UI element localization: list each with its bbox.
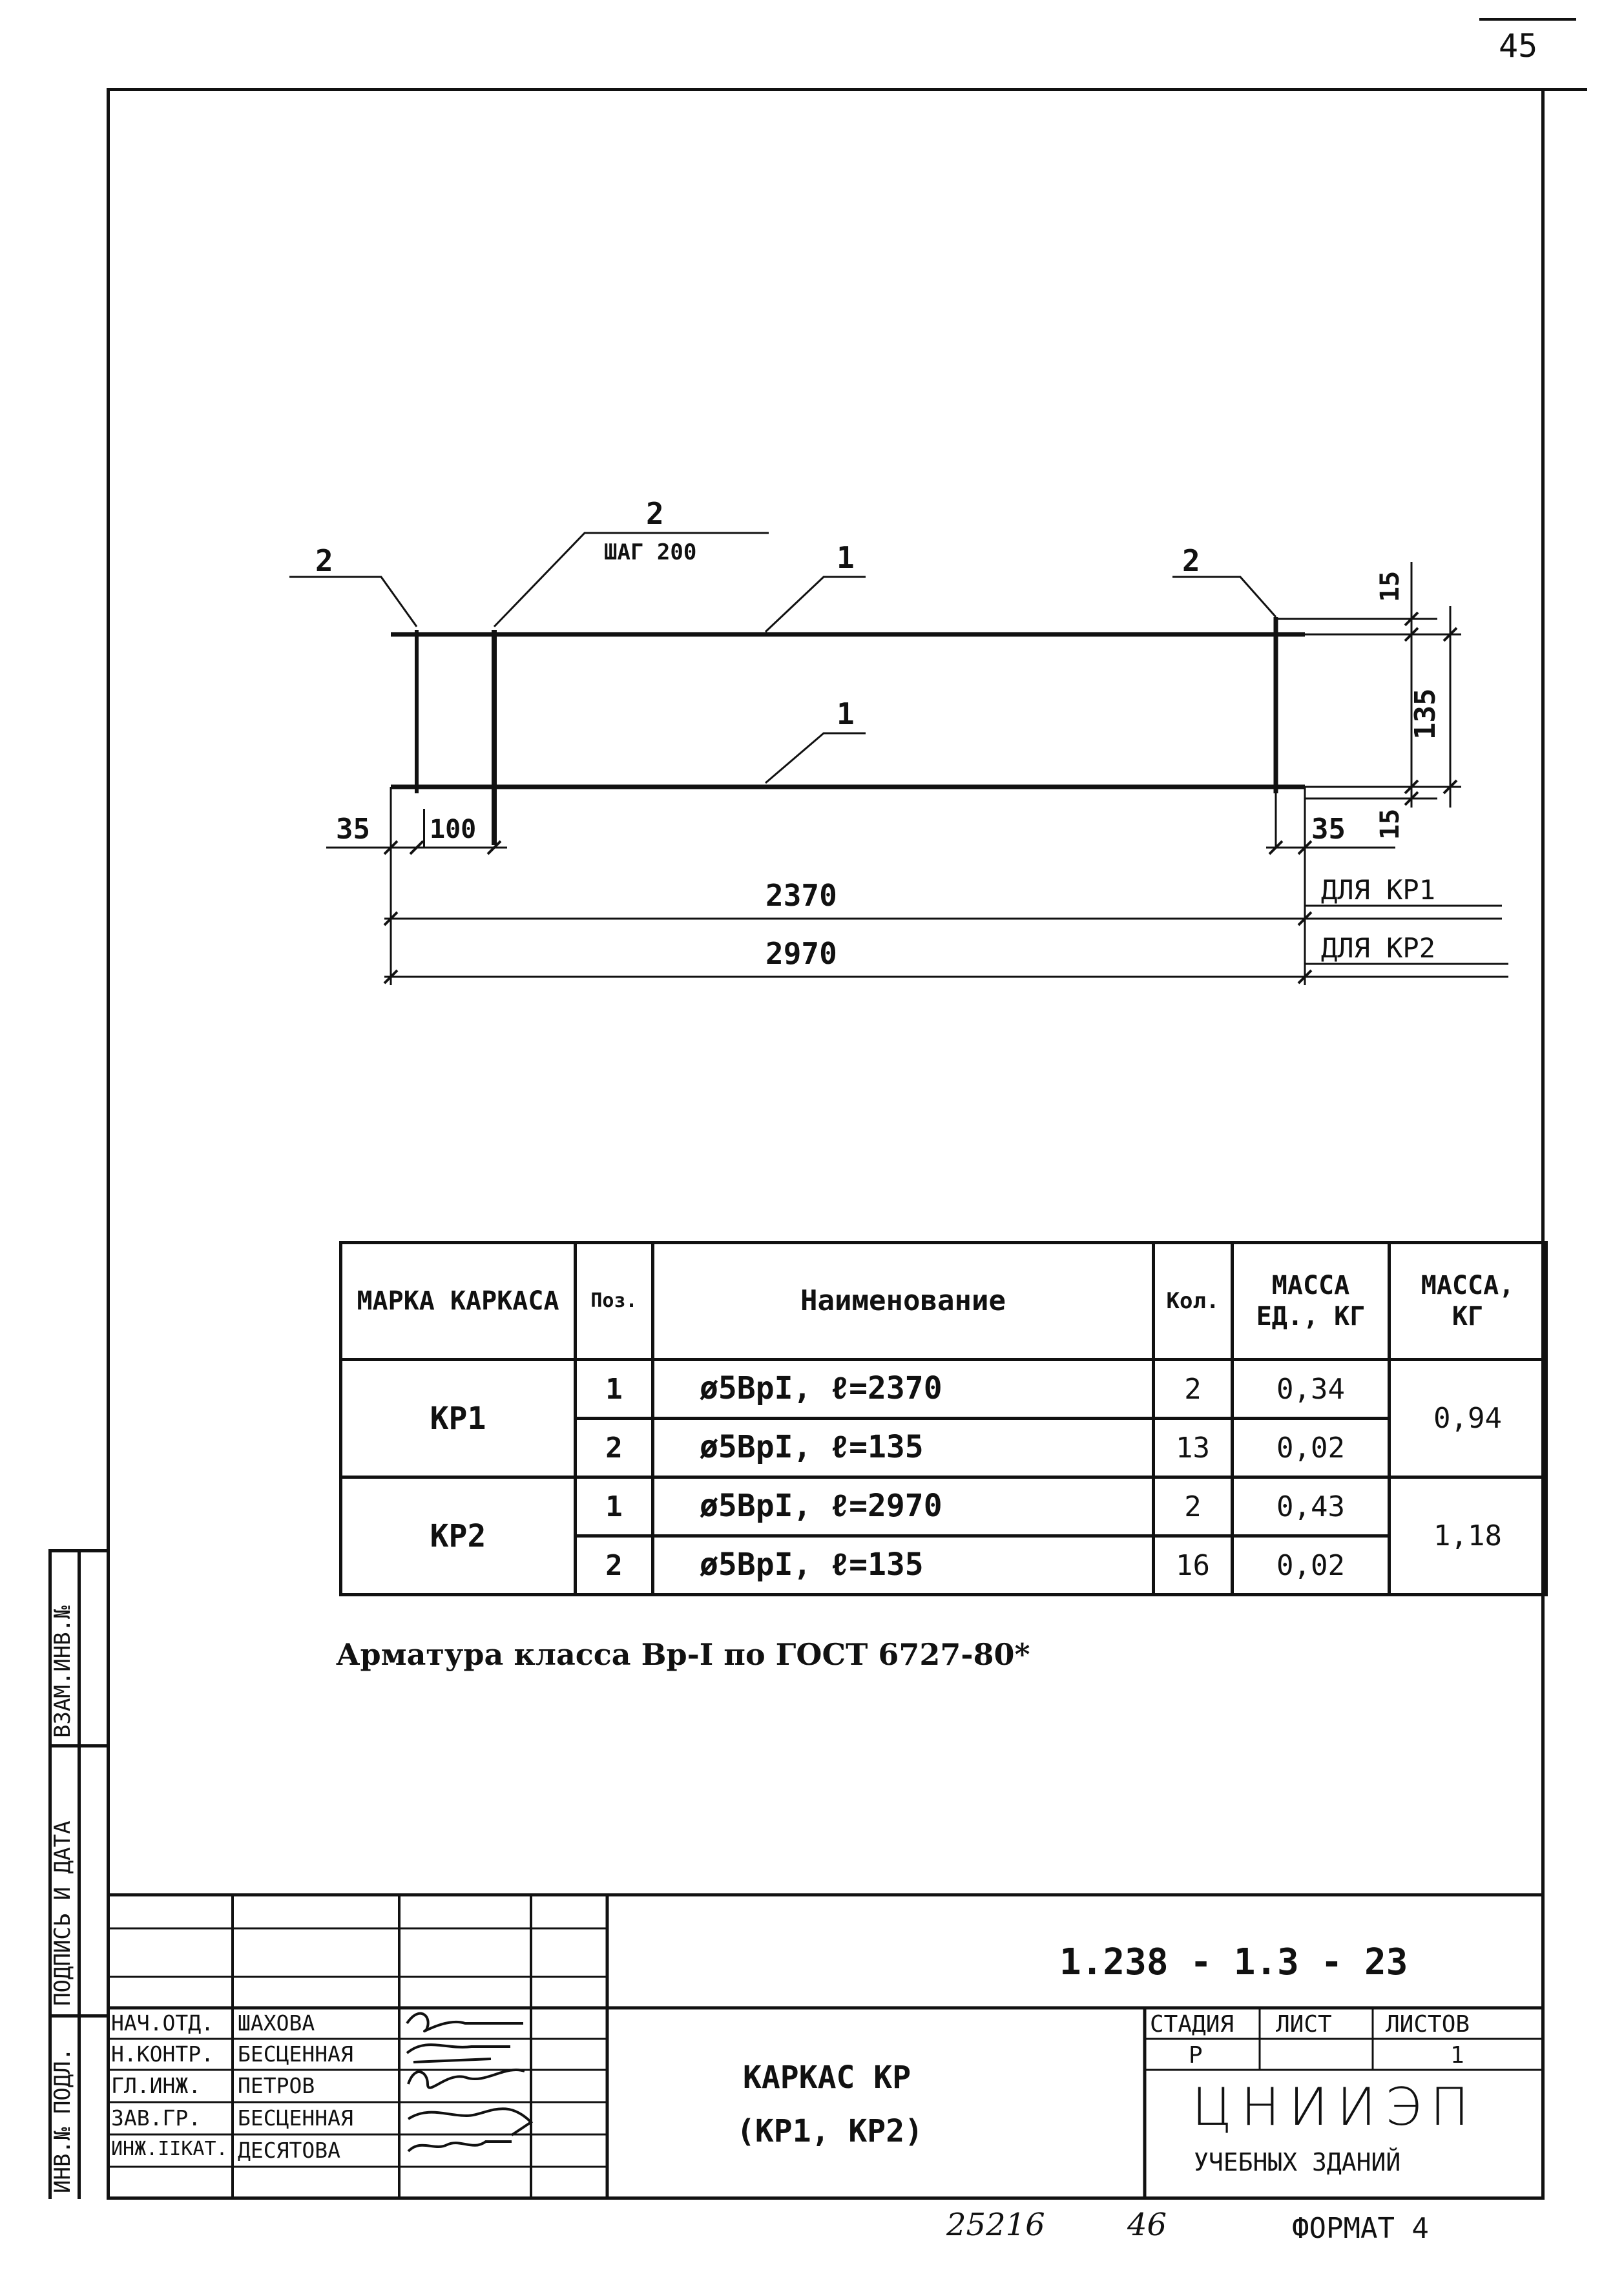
hdr-pos: Поз. (574, 1241, 654, 1361)
role-5: ИНЖ.IIКАТ. (111, 2138, 228, 2160)
name-cell: ø5ВрI, ℓ=135 (651, 1534, 1155, 1596)
pos-cell: 1 (574, 1476, 654, 1538)
leader-step-2 (493, 532, 769, 628)
role-2: Н.КОНТР. (111, 2041, 214, 2067)
dim-len-kr1: 2370 (765, 878, 837, 913)
mark-cell: КР2 (339, 1476, 577, 1596)
page-number: 45 (1499, 27, 1538, 65)
name-cell: ø5ВрI, ℓ=2370 (651, 1358, 1155, 1420)
name-2: БЕСЦЕННАЯ (238, 2041, 353, 2067)
pos-cell: 2 (574, 1417, 654, 1479)
footer-inv: 25216 (946, 2207, 1045, 2243)
role-4: ЗАВ.ГР. (111, 2105, 202, 2131)
title-line-2: (КР1, КР2) (736, 2113, 923, 2149)
footer-format: ФОРМАТ 4 (1292, 2212, 1429, 2245)
leader-bottom-1 (765, 732, 866, 784)
callout-bottom-1: 1 (837, 696, 855, 731)
unit-mass-cell: 0,34 (1231, 1358, 1391, 1420)
frame-left (107, 88, 110, 2199)
spec-table: МАРКА КАРКАСА Поз. Наименование Кол. МАС… (339, 1241, 1548, 1596)
org-logo: ЦНИИЭП (1192, 2077, 1479, 2137)
reinforcement-note: Арматура класса Вр-I по ГОСТ 6727-80* (336, 1637, 1030, 1672)
leader-left-2 (289, 576, 418, 627)
side-stamp-sep1 (48, 1744, 110, 1747)
mark-cell: КР1 (339, 1358, 577, 1479)
name-4: БЕСЦЕННАЯ (238, 2105, 353, 2131)
page-number-rule (1479, 18, 1576, 21)
callout-right-2: 2 (1182, 543, 1200, 578)
hdr-name: Наименование (651, 1241, 1155, 1361)
callout-step-2: 2 (646, 496, 664, 531)
pos-cell: 2 (574, 1534, 654, 1596)
unit-mass-cell: 0,02 (1231, 1417, 1391, 1479)
qty-cell: 2 (1152, 1358, 1234, 1420)
dim-for-kr2: ДЛЯ КР2 (1321, 932, 1436, 964)
title-line-1: КАРКАС КР (743, 2060, 911, 2096)
role-1: НАЧ.ОТД. (111, 2010, 214, 2036)
callout-left-2: 2 (315, 543, 333, 578)
table-row: 2 ø5ВрI, ℓ=135 13 0,02 (341, 1417, 1546, 1479)
hdr-mark: МАРКА КАРКАСА (339, 1241, 577, 1361)
unit-mass-cell: 0,02 (1231, 1534, 1391, 1596)
dim-len-kr2: 2970 (765, 936, 837, 971)
side-stamp-top (48, 1549, 110, 1552)
footer-page-ref: 46 (1127, 2207, 1167, 2243)
side-stamp-divider (78, 1549, 81, 2199)
callout-top-1: 1 (837, 540, 855, 575)
name-cell: ø5ВрI, ℓ=135 (651, 1417, 1155, 1479)
hdr-mass: МАССА, КГ (1388, 1241, 1548, 1361)
frame-top (107, 88, 1587, 91)
sheets-label: ЛИСТОВ (1386, 2011, 1470, 2038)
table-row: 2 ø5ВрI, ℓ=135 16 0,02 (341, 1534, 1546, 1596)
doc-code: 1.238 - 1.3 - 23 (1059, 1941, 1408, 1983)
leader-right-2 (1172, 576, 1277, 618)
sheets-value: 1 (1450, 2042, 1464, 2069)
name-3: ПЕТРОВ (238, 2073, 315, 2098)
callout-step-label: ШАГ 200 (604, 539, 697, 565)
qty-cell: 13 (1152, 1417, 1234, 1479)
side-stamp-sep2 (48, 2014, 110, 2018)
org-subtitle: УЧЕБНЫХ ЗДАНИЙ (1194, 2148, 1401, 2176)
dim-35-right: 35 (1311, 813, 1346, 846)
hdr-qty: Кол. (1152, 1241, 1234, 1361)
role-3: ГЛ.ИНЖ. (111, 2073, 202, 2098)
side-stamp-outer (48, 1549, 52, 2199)
qty-cell: 2 (1152, 1476, 1234, 1538)
name-cell: ø5ВрI, ℓ=2970 (651, 1476, 1155, 1538)
frame-bottom (107, 2196, 1545, 2200)
table-row: КР1 1 ø5ВрI, ℓ=2370 2 0,34 0,94 (339, 1358, 1548, 1479)
name-1: ШАХОВА (238, 2010, 315, 2036)
signatures (406, 2012, 534, 2153)
table-row: КР2 1 ø5ВрI, ℓ=2970 2 0,43 1,18 (339, 1476, 1548, 1596)
frame-right (1541, 88, 1545, 2199)
stage-label: СТАДИЯ (1150, 2011, 1234, 2038)
dim-35-left: 35 (336, 813, 370, 846)
sheet-label: ЛИСТ (1276, 2011, 1332, 2038)
pos-cell: 1 (574, 1358, 654, 1420)
total-mass-cell: 1,18 (1388, 1476, 1548, 1596)
total-mass-cell: 0,94 (1388, 1358, 1548, 1479)
qty-cell: 16 (1152, 1534, 1234, 1596)
dim-100-frame-l (423, 809, 425, 848)
leader-top-1 (764, 576, 866, 633)
hdr-mass-unit: МАССА ЕД., КГ (1231, 1241, 1391, 1361)
dim-for-kr1: ДЛЯ КР1 (1321, 874, 1436, 906)
spec-header-row: МАРКА КАРКАСА Поз. Наименование Кол. МАС… (339, 1241, 1548, 1361)
name-5: ДЕСЯТОВА (238, 2138, 340, 2163)
dim-100: 100 (430, 815, 477, 844)
stage-value: Р (1189, 2042, 1203, 2069)
unit-mass-cell: 0,43 (1231, 1476, 1391, 1538)
